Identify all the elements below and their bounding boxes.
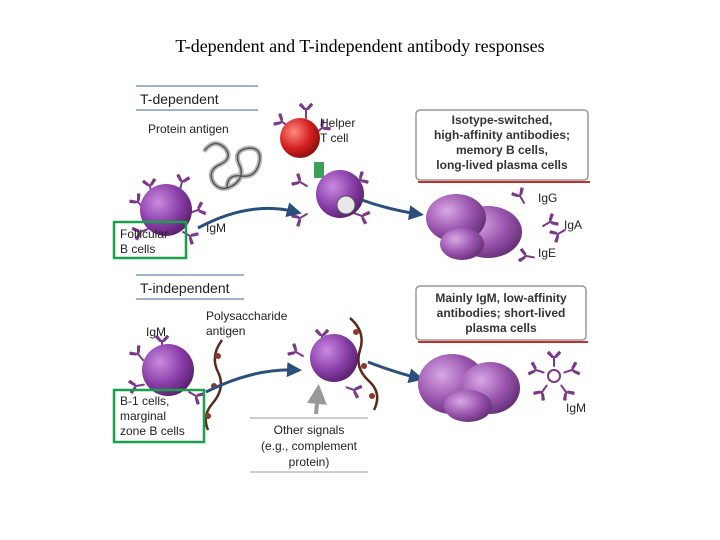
- slide-title: T-dependent and T-independent antibody r…: [175, 36, 545, 56]
- igg-antibody-icon: [510, 186, 531, 207]
- protein-antigen-icon: [202, 141, 263, 191]
- other-signals-line1: Other signals: [274, 423, 345, 437]
- protein-antigen-label: Protein antigen: [148, 122, 229, 136]
- b1-label-line3: zone B cells: [120, 424, 185, 438]
- b1-label-line1: B-1 cells,: [120, 394, 169, 408]
- plasma-cells-bottom: [418, 354, 520, 422]
- b1-label-line2: marginal: [120, 409, 166, 423]
- stimulated-b-cell: [286, 329, 363, 399]
- arrow-1-bottom: [205, 362, 302, 394]
- result-top-line3: memory B cells,: [456, 143, 548, 157]
- t-dependent-header: T-dependent: [140, 91, 219, 107]
- t-independent-result-box: [415, 285, 587, 341]
- helper-label-line2: T cell: [320, 131, 348, 145]
- result-bottom-line2: antibodies; short-lived: [437, 306, 566, 320]
- arrow-2-top: [361, 198, 424, 221]
- polysaccharide-chain-right: [349, 317, 379, 411]
- follicular-label-line2: B cells: [120, 242, 155, 256]
- igm-label-bottom-left: IgM: [146, 325, 166, 339]
- plasma-cells-top: [426, 194, 522, 260]
- igm-label-bottom-right: IgM: [566, 401, 586, 415]
- arrow-1-top: [197, 202, 302, 230]
- ige-label: IgE: [538, 246, 556, 260]
- result-bottom-line1: Mainly IgM, low-affinity: [435, 291, 567, 305]
- b1-b-cell: [128, 335, 206, 406]
- t-independent-header: T-independent: [140, 280, 230, 296]
- result-top-line2: high-affinity antibodies;: [434, 128, 570, 142]
- helper-label-line1: Helper: [320, 116, 355, 130]
- polysaccharide-label-line2: antigen: [206, 324, 245, 338]
- t-independent-panel: T-independent IgM Polysaccharide antigen…: [112, 274, 588, 473]
- activated-b-cell: [290, 162, 371, 228]
- result-top-line1: Isotype-switched,: [452, 113, 553, 127]
- other-signals-line3: protein): [289, 455, 330, 469]
- t-dependent-result-box: [415, 109, 589, 181]
- b1-cells-box: [112, 388, 206, 444]
- helper-t-cell: [272, 103, 332, 158]
- igg-label: IgG: [538, 191, 557, 205]
- polysaccharide-label-line1: Polysaccharide: [206, 309, 288, 323]
- t-dependent-panel: T-dependent Protein antigen IgM Follicul…: [112, 85, 590, 265]
- other-signals-line2: (e.g., complement: [261, 439, 358, 453]
- iga-label: IgA: [564, 218, 582, 232]
- result-bottom-line3: plasma cells: [465, 321, 537, 335]
- igm-label-top: IgM: [206, 221, 226, 235]
- igm-pentamer-icon: [527, 351, 581, 402]
- follicular-b-cells-box: [112, 220, 188, 260]
- follicular-label-line1: Follicular: [120, 227, 168, 241]
- signal-arrow: [306, 384, 327, 415]
- arrow-2-bottom: [367, 360, 424, 384]
- result-top-line4: long-lived plasma cells: [436, 158, 568, 172]
- ige-antibody-icon: [518, 248, 536, 265]
